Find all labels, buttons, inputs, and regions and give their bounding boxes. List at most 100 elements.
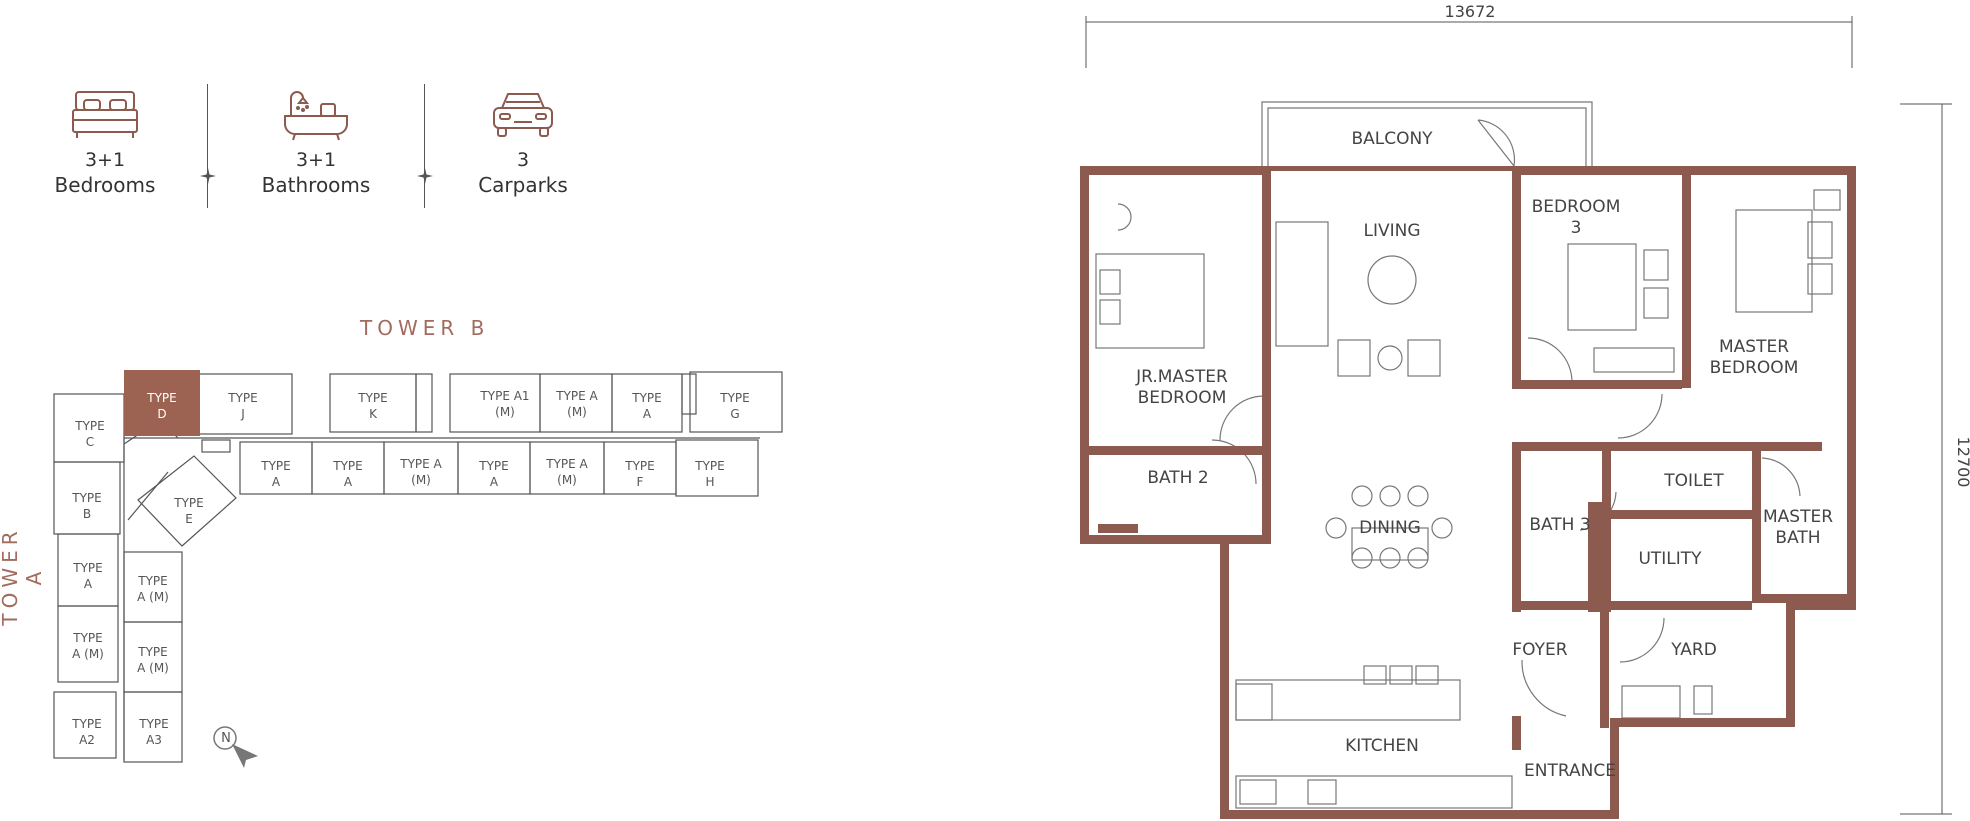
svg-text:TYPE A(M): TYPE A (M) bbox=[545, 457, 588, 487]
bedrooms-value: 3+1 bbox=[84, 149, 126, 171]
room-master-bath-line1: MASTER bbox=[1763, 507, 1833, 527]
unit-f-l2: F bbox=[637, 475, 644, 489]
unit-j-l1: TYPE bbox=[227, 391, 257, 405]
unit-am-l2-l1: TYPE bbox=[72, 631, 102, 645]
carparks-value: 3 bbox=[516, 149, 530, 171]
unit-am-b3-l1: TYPE A bbox=[399, 457, 442, 471]
tower-b-label: TOWER B bbox=[360, 316, 490, 340]
type-d-highlight bbox=[124, 370, 200, 436]
room-bath3: BATH 3 bbox=[1529, 515, 1590, 535]
unit-a-b1-l2: A bbox=[272, 475, 281, 489]
bathrooms-value: 3+1 bbox=[295, 149, 337, 171]
unit-a-b1-l1: TYPE bbox=[260, 459, 290, 473]
svg-text:TYPE A(M): TYPE A (M) bbox=[399, 457, 442, 487]
carparks-stat: 3 Carparks bbox=[453, 88, 593, 198]
room-master-line1: MASTER bbox=[1719, 337, 1789, 357]
room-toilet: TOILET bbox=[1663, 471, 1724, 491]
unit-a2-l1: TYPE bbox=[71, 717, 101, 731]
north-label: N bbox=[221, 731, 231, 746]
unit-a-b4-l1: TYPE bbox=[478, 459, 508, 473]
key-plan: TYPE C TYPE D TYPE J TYPE K TYPE A1 (M) TYPE … bbox=[53, 370, 783, 768]
bathrooms-label: Bathrooms bbox=[261, 173, 371, 197]
divider-1 bbox=[207, 84, 208, 208]
room-jr-master-line1: JR.MASTER bbox=[1135, 367, 1228, 387]
unit-am1-l1: TYPE A bbox=[555, 389, 598, 403]
unit-h-l2: H bbox=[705, 475, 714, 489]
unit-a-top-l1: TYPE bbox=[631, 391, 661, 405]
divider-star-2 bbox=[417, 168, 433, 184]
unit-b-l1: TYPE bbox=[71, 491, 101, 505]
divider-star-1 bbox=[200, 168, 216, 184]
unit-a-l1-l2: A bbox=[84, 577, 93, 591]
room-yard: YARD bbox=[1670, 640, 1717, 660]
unit-k-l1: TYPE bbox=[357, 391, 387, 405]
unit-am-r2-l1: TYPE bbox=[137, 645, 167, 659]
bed-icon bbox=[72, 91, 138, 138]
north-arrow-icon bbox=[213, 726, 258, 768]
unit-e-l2: E bbox=[185, 512, 193, 526]
unit-a2-l2: A2 bbox=[79, 733, 95, 747]
dim-width: 13672 bbox=[1445, 2, 1496, 21]
unit-c-l2: C bbox=[86, 435, 94, 449]
unit-h-l1: TYPE bbox=[694, 459, 724, 473]
room-kitchen: KITCHEN bbox=[1345, 736, 1419, 756]
unit-am-b5-l1: TYPE A bbox=[545, 457, 588, 471]
divider-2 bbox=[424, 84, 425, 208]
unit-c-l1: TYPE bbox=[74, 419, 104, 433]
bedrooms-label: Bedrooms bbox=[54, 173, 156, 197]
bathtub-icon bbox=[284, 91, 348, 141]
unit-f-l1: TYPE bbox=[624, 459, 654, 473]
unit-a3-l1: TYPE bbox=[138, 717, 168, 731]
room-bath2: BATH 2 bbox=[1147, 468, 1208, 488]
room-master-bath-line2: BATH bbox=[1775, 528, 1820, 548]
unit-am1-l2: (M) bbox=[567, 405, 587, 419]
unit-a1m-l1: TYPE A1 bbox=[479, 389, 529, 403]
unit-am-b3-l2: (M) bbox=[411, 473, 431, 487]
unit-j-l2: J bbox=[240, 407, 245, 421]
room-living: LIVING bbox=[1363, 221, 1420, 241]
svg-text:TYPE A1(M): TYPE A1 (M) bbox=[479, 389, 529, 419]
unit-am-l2-l2: A (M) bbox=[72, 647, 104, 661]
unit-am-r1-l2: A (M) bbox=[137, 590, 169, 604]
unit-a-b2-l1: TYPE bbox=[332, 459, 362, 473]
unit-a1m-l2: (M) bbox=[495, 405, 515, 419]
room-utility: UTILITY bbox=[1638, 549, 1702, 569]
unit-a-b2-l2: A bbox=[344, 475, 353, 489]
unit-a3-l2: A3 bbox=[146, 733, 162, 747]
unit-am-b5-l2: (M) bbox=[557, 473, 577, 487]
unit-b-l2: B bbox=[83, 507, 91, 521]
dim-height: 12700 bbox=[1954, 437, 1970, 488]
unit-d-l2: D bbox=[157, 407, 166, 421]
unit-am-r2-l2: A (M) bbox=[137, 661, 169, 675]
unit-a-l1-l1: TYPE bbox=[72, 561, 102, 575]
unit-k-l2: K bbox=[369, 407, 378, 421]
car-icon bbox=[493, 93, 553, 137]
bathrooms-stat: 3+1 Bathrooms bbox=[246, 88, 386, 198]
room-dining: DINING bbox=[1359, 518, 1421, 538]
unit-d-l1: TYPE bbox=[146, 391, 176, 405]
unit-g-l2: G bbox=[730, 407, 739, 421]
room-balcony: BALCONY bbox=[1351, 129, 1433, 149]
room-foyer: FOYER bbox=[1512, 640, 1567, 660]
unit-e-l1: TYPE bbox=[173, 496, 203, 510]
unit-a-b4-l2: A bbox=[490, 475, 499, 489]
room-master-line2: BEDROOM bbox=[1710, 358, 1799, 378]
